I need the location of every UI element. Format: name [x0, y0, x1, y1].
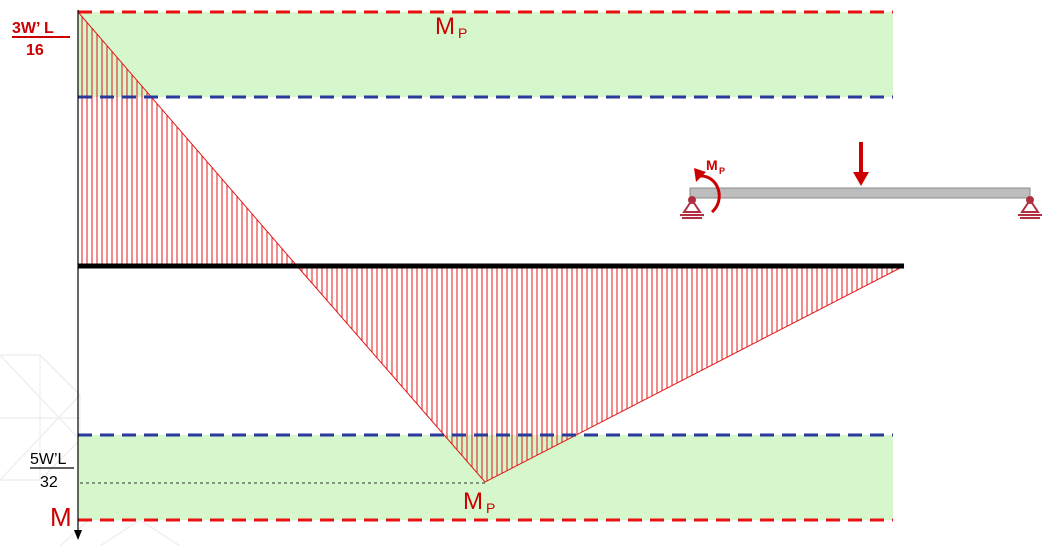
top-mp-label: M P: [435, 13, 467, 41]
plastic-band-top: [78, 12, 893, 97]
moment-arrowhead-icon: [694, 168, 706, 182]
beam-mp-main: M: [706, 157, 718, 173]
right-support-icon: [1018, 196, 1042, 219]
beam-body: [689, 187, 1031, 199]
bottom-mp-main: M: [463, 488, 483, 515]
top-value-denominator: 16: [26, 42, 44, 59]
bottom-value-numerator: 5W’L: [30, 451, 67, 468]
left-support-icon: [680, 196, 704, 219]
bottom-mp-label: M P: [463, 488, 495, 516]
top-mp-sub: P: [458, 25, 467, 41]
beam-schematic: M P: [680, 142, 1042, 219]
top-value-numerator: 3W’ L: [12, 20, 54, 37]
moment-arrow-icon: [699, 174, 721, 214]
point-load-arrow-icon: [853, 172, 869, 186]
top-mp-main: M: [435, 13, 455, 40]
axis-m-label: M: [50, 502, 72, 532]
beam-mp-sub: P: [719, 166, 725, 176]
bottom-value-denominator: 32: [40, 474, 58, 491]
beam-mp-label: M P: [706, 157, 725, 176]
bottom-mp-sub: P: [486, 500, 495, 516]
axis-arrow-icon: [74, 530, 82, 540]
